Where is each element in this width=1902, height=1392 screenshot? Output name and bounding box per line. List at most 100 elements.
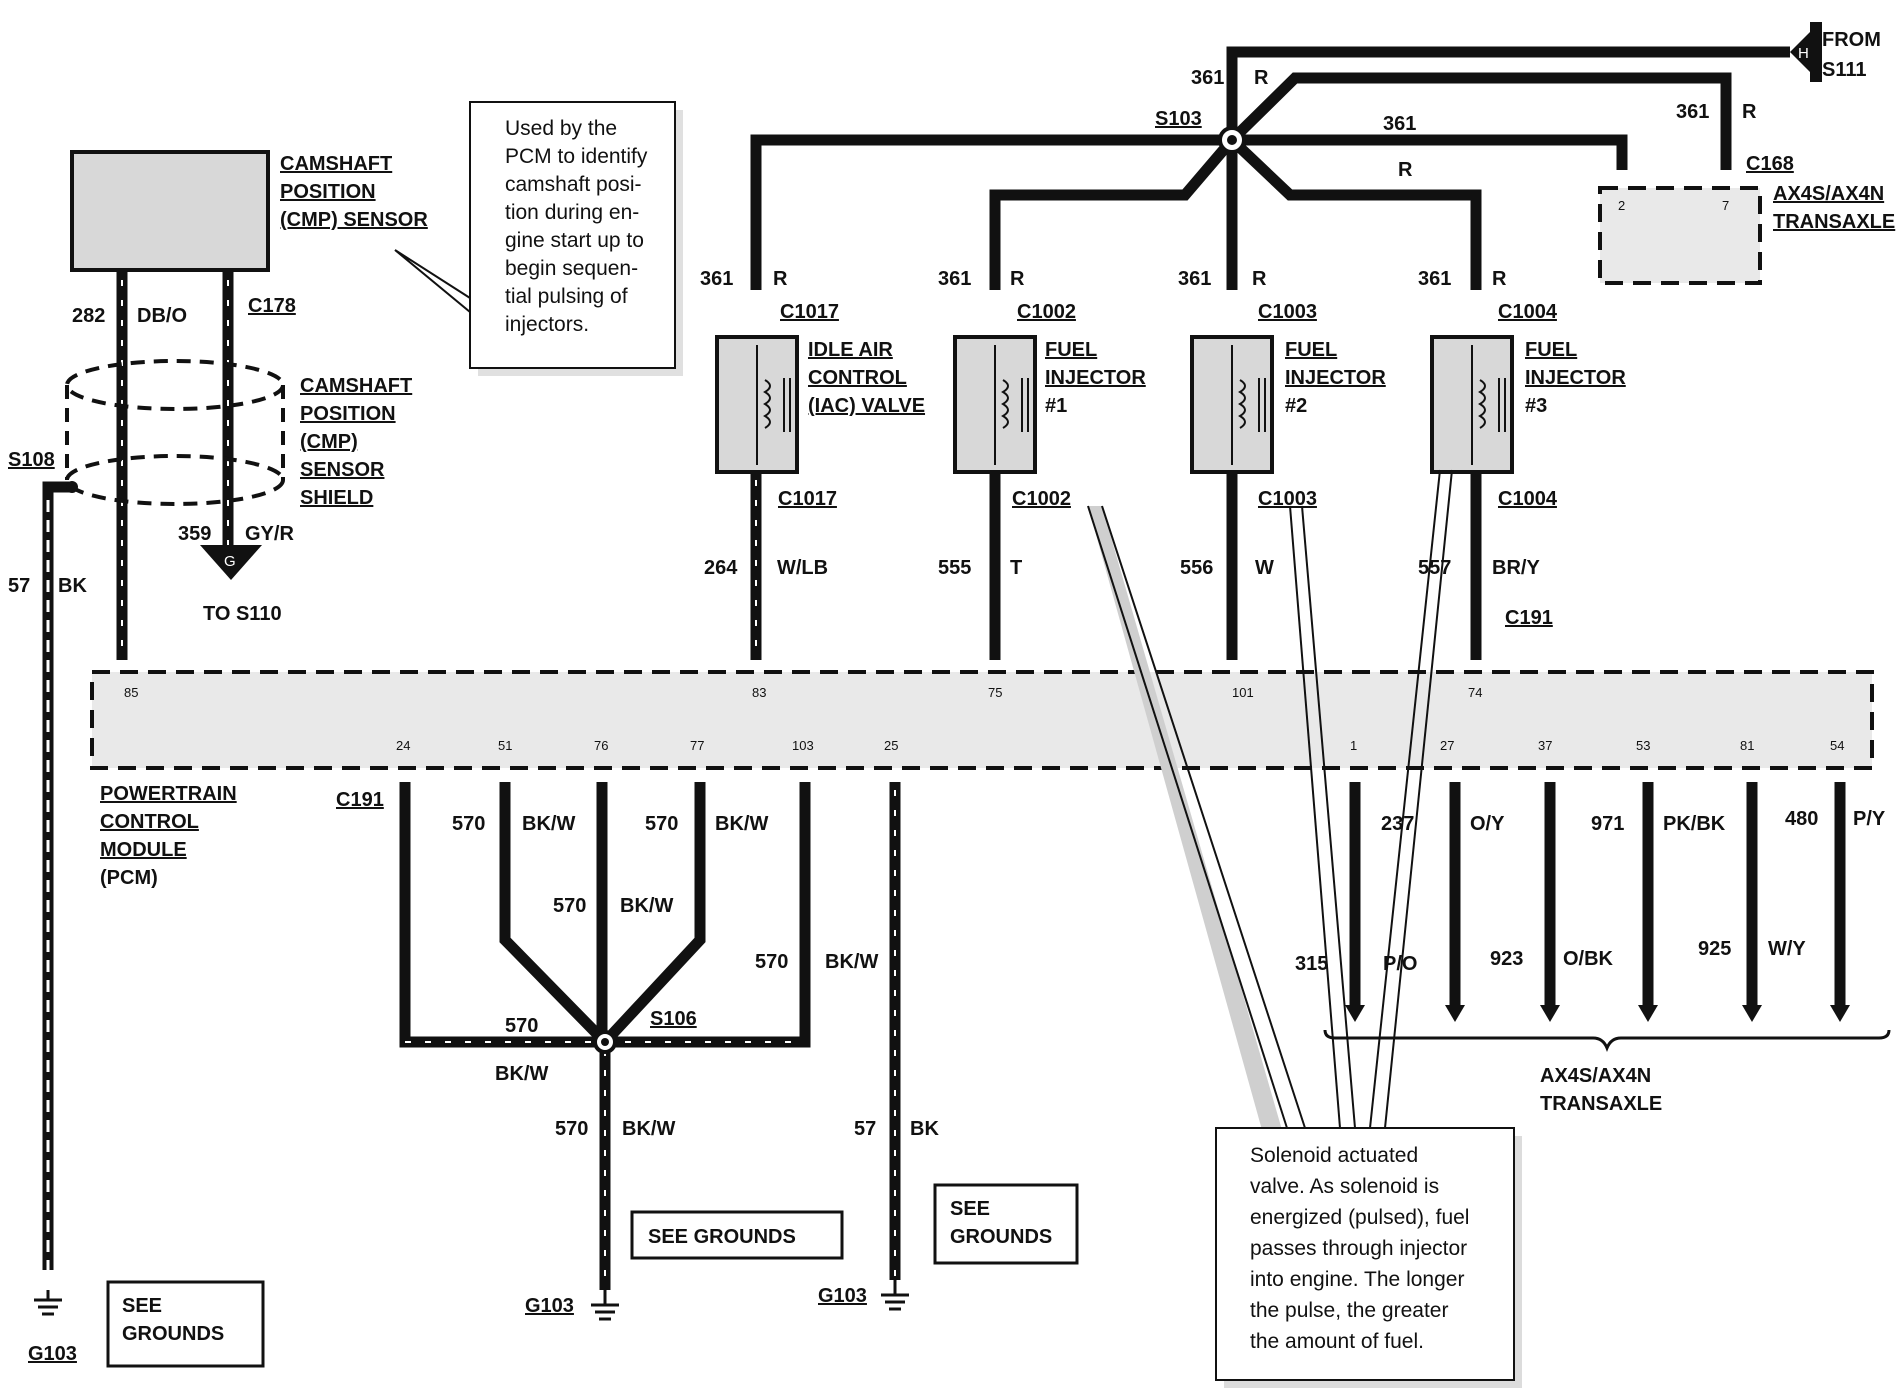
wire-label-361: 361 xyxy=(700,268,733,290)
power-feed-361 xyxy=(750,46,1790,290)
c1002-label: C1002 xyxy=(1017,301,1076,323)
wire-label-w: W xyxy=(1255,557,1274,579)
c168-pin: 2 xyxy=(1618,198,1625,213)
pcm-label-3: MODULE xyxy=(100,839,187,861)
svg-text:H: H xyxy=(1798,45,1809,62)
wire-label-w-lb: W/LB xyxy=(777,557,828,579)
wire-label-r: R xyxy=(1742,101,1757,123)
wire-label-o-y: O/Y xyxy=(1470,813,1505,835)
see-grounds-box xyxy=(106,1280,265,1368)
callout-line: Used by the xyxy=(505,117,617,140)
wire-label-480: 480 xyxy=(1785,808,1818,830)
injector3-label-2: INJECTOR xyxy=(1525,367,1626,389)
callout-line: energized (pulsed), fuel xyxy=(1250,1206,1469,1229)
injector1-label: FUEL xyxy=(1045,339,1097,361)
s103-label: S103 xyxy=(1155,108,1202,130)
wire-label-r: R xyxy=(1010,268,1025,290)
svg-text:37: 37 xyxy=(1538,738,1552,753)
wire-label-361: 361 xyxy=(1418,268,1451,290)
transaxle-outputs xyxy=(1323,782,1891,1053)
callout-line: camshaft posi- xyxy=(505,173,642,196)
from-s111-label: FROM xyxy=(1822,29,1881,51)
see-grounds-label: SEE GROUNDS xyxy=(648,1226,796,1248)
fuel-injector-2 xyxy=(1190,335,1274,474)
wire-label-pk-bk: PK/BK xyxy=(1663,813,1726,835)
callout-line: into engine. The longer xyxy=(1250,1268,1464,1291)
wire-label-264: 264 xyxy=(704,557,738,579)
callout-line: valve. As solenoid is xyxy=(1250,1175,1439,1198)
wire-label-bk-w: BK/W xyxy=(495,1063,548,1085)
pcm-bottom-pins: 24 51 76 77 103 25 1 27 37 53 81 54 xyxy=(396,738,1844,753)
h-connector: H xyxy=(1790,22,1822,82)
see-grounds-box xyxy=(630,1210,844,1260)
fuel-injector-3 xyxy=(1430,335,1514,474)
wire-label-555: 555 xyxy=(938,557,971,579)
g-connector xyxy=(200,545,262,580)
shield-label: CAMSHAFT xyxy=(300,375,412,397)
shield-label-5: SHIELD xyxy=(300,487,373,509)
shield-label-2: POSITION xyxy=(300,403,396,425)
c1003-label: C1003 xyxy=(1258,301,1317,323)
c178-label: C178 xyxy=(248,295,296,317)
svg-text:81: 81 xyxy=(1740,738,1754,753)
injector3-label: FUEL xyxy=(1525,339,1577,361)
transaxle-label-2: TRANSAXLE xyxy=(1773,211,1895,233)
svg-text:101: 101 xyxy=(1232,685,1254,700)
wire-label-570: 570 xyxy=(755,951,788,973)
callout-line: passes through injector xyxy=(1250,1237,1467,1260)
wire-label-r: R xyxy=(1492,268,1507,290)
c191-label: C191 xyxy=(1505,607,1553,629)
c1017-label: C1017 xyxy=(780,301,839,323)
c1004-label: C1004 xyxy=(1498,301,1558,323)
wire-label-315: 315 xyxy=(1295,953,1328,975)
see-grounds-label-2: GROUNDS xyxy=(950,1226,1052,1248)
s106-label: S106 xyxy=(650,1008,697,1030)
wire-label-bk: BK xyxy=(910,1118,939,1140)
ground-icon xyxy=(591,1290,619,1321)
see-grounds-label: SEE xyxy=(950,1198,990,1220)
fuel-injector-1 xyxy=(953,335,1037,474)
to-s110-label: TO S110 xyxy=(203,603,282,625)
iac-label-2: CONTROL xyxy=(808,367,907,389)
svg-text:25: 25 xyxy=(884,738,898,753)
wire-label-bk-w: BK/W xyxy=(620,895,673,917)
svg-text:83: 83 xyxy=(752,685,766,700)
wire-label-570: 570 xyxy=(505,1015,538,1037)
c168-pin: 7 xyxy=(1722,198,1729,213)
cmp-callout xyxy=(394,101,683,376)
svg-text:1: 1 xyxy=(1350,738,1357,753)
wire-label-bk-w: BK/W xyxy=(715,813,768,835)
pcm-label-2: CONTROL xyxy=(100,811,199,833)
injector1-label-2: INJECTOR xyxy=(1045,367,1146,389)
shield-label-4: SENSOR xyxy=(300,459,385,481)
wire-label-bk-w: BK/W xyxy=(622,1118,675,1140)
s108-label: S108 xyxy=(8,449,55,471)
g-connector-label: G xyxy=(224,553,236,570)
wire-label-570: 570 xyxy=(452,813,485,835)
cmp-shield xyxy=(65,359,285,506)
wire-label-923: 923 xyxy=(1490,948,1523,970)
ground-icon xyxy=(34,1290,62,1316)
c1017-label: C1017 xyxy=(778,488,837,510)
g103-label: G103 xyxy=(525,1295,574,1317)
see-grounds-label: SEE xyxy=(122,1295,162,1317)
transaxle-label: AX4S/AX4N xyxy=(1773,183,1884,205)
wire-label-r: R xyxy=(1254,67,1269,89)
from-s111-label-2: S111 xyxy=(1822,59,1867,81)
see-grounds-label-2: GROUNDS xyxy=(122,1323,224,1345)
wire-label-557: 557 xyxy=(1418,557,1451,579)
wire-label-361: 361 xyxy=(1676,101,1709,123)
injector3-label-3: #3 xyxy=(1525,395,1547,417)
cmp-sensor-label: CAMSHAFT xyxy=(280,153,392,175)
injector-callout xyxy=(1215,1127,1522,1388)
c1002-label: C1002 xyxy=(1012,488,1071,510)
wire-label-p-y: P/Y xyxy=(1853,808,1886,830)
wire-label-r: R xyxy=(773,268,788,290)
see-grounds-box xyxy=(933,1183,1079,1265)
wire-label-bk: BK xyxy=(58,575,87,597)
svg-text:76: 76 xyxy=(594,738,608,753)
wire-label-237: 237 xyxy=(1381,813,1414,835)
wire-label-57: 57 xyxy=(854,1118,876,1140)
injector2-label-3: #2 xyxy=(1285,395,1307,417)
